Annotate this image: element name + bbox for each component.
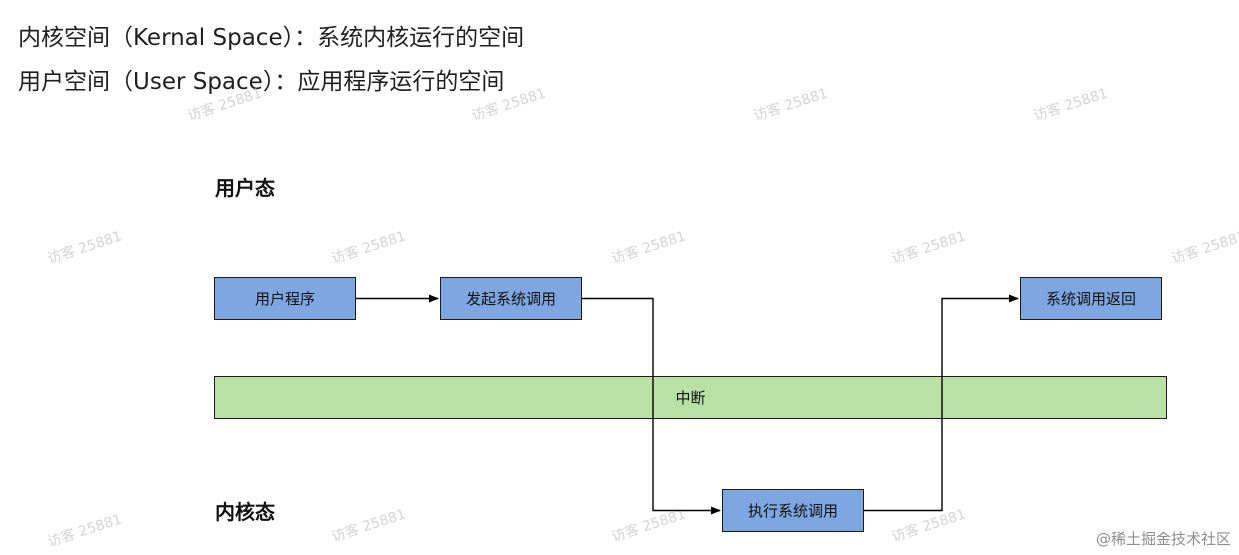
execute-syscall-node: 执行系统调用: [722, 489, 864, 532]
initiate-syscall-node: 发起系统调用: [440, 277, 582, 320]
execute-syscall-label: 执行系统调用: [747, 502, 838, 520]
syscall-return-label: 系统调用返回: [1045, 290, 1136, 308]
arrow-syscall-to-exec: [582, 297, 721, 515]
kernel-space-definition: 内核空间（Kernal Space）：系统内核运行的空间: [18, 25, 525, 51]
user-program-label: 用户程序: [254, 290, 315, 308]
source-credit: @稀土掘金技术社区: [1095, 530, 1231, 548]
user-mode-label: 用户态: [215, 176, 275, 200]
interrupt-node: 中断: [214, 376, 1167, 419]
kernel-mode-label: 内核态: [215, 500, 275, 524]
interrupt-label: 中断: [675, 389, 706, 407]
arrow-exec-to-return: [864, 294, 1019, 512]
syscall-return-node: 系统调用返回: [1020, 277, 1162, 320]
user-program-node: 用户程序: [214, 277, 356, 320]
user-space-definition: 用户空间（User Space）：应用程序运行的空间: [18, 69, 505, 95]
initiate-syscall-label: 发起系统调用: [465, 290, 556, 308]
